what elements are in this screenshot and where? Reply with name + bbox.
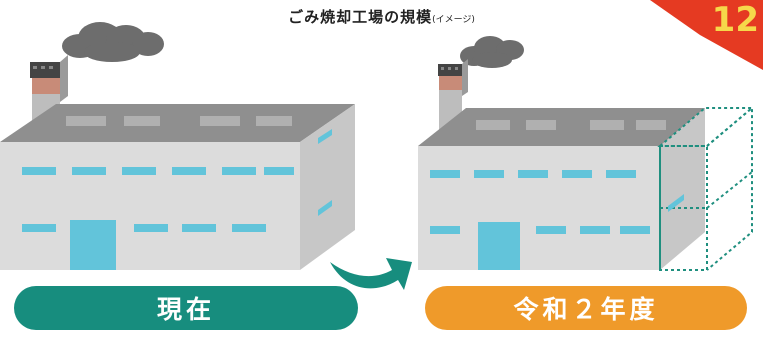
smoke-cloud-icon [62, 22, 164, 62]
label-current: 現在 [14, 286, 358, 330]
title-main: ごみ焼却工場の規模 [288, 8, 433, 26]
door [70, 220, 116, 270]
window-row-upper [22, 167, 294, 175]
door [478, 222, 520, 270]
factory-current [0, 22, 355, 270]
chart-title: ごみ焼却工場の規模(イメージ) [0, 6, 763, 27]
title-sub: (イメージ) [432, 15, 475, 25]
window-row-lower [22, 224, 266, 232]
window-row-upper [430, 170, 636, 178]
factory-future [418, 36, 755, 271]
corner-badge-shape [650, 0, 763, 70]
window-row-lower [430, 226, 650, 234]
smoke-cloud-icon [460, 36, 524, 68]
expansion-outline [657, 105, 755, 271]
arrow-right-icon [330, 258, 412, 290]
corner-badge-number: 12 [711, 0, 759, 40]
label-future: 令和２年度 [425, 286, 747, 330]
